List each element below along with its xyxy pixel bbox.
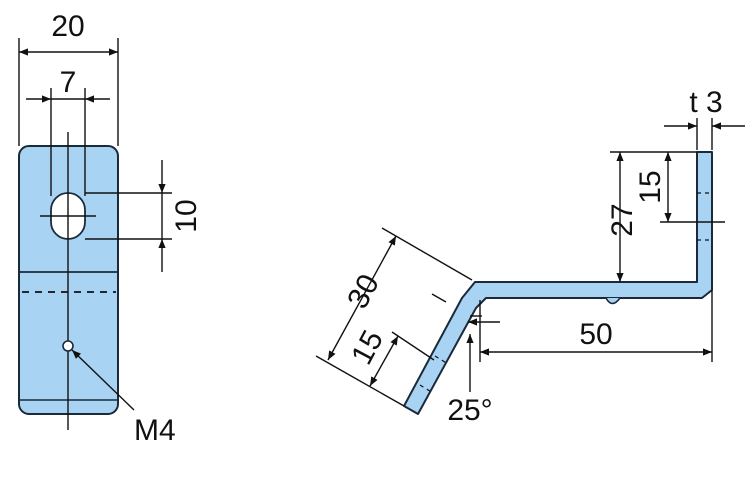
side-view: t 3 15 27 50 30 15 25°	[315, 86, 745, 427]
m4-leader	[71, 349, 135, 411]
lower-leg-dim-text: 30	[341, 269, 386, 314]
bracket-profile	[403, 151, 713, 415]
thickness-dim-text: t 3	[689, 86, 722, 119]
base-length-dim-text: 50	[579, 318, 612, 351]
lower-hole-dim-line	[369, 335, 399, 387]
upper-hole-dim-text: 15	[634, 170, 667, 203]
lower-leg-dim-line	[327, 235, 397, 361]
m4-label: M4	[134, 414, 176, 447]
base-boss	[605, 297, 621, 305]
angle-dim-text: 25°	[447, 394, 492, 427]
width-dim-text: 20	[51, 10, 84, 43]
front-view: 20 7 10 M4	[18, 10, 203, 447]
upper-leg-dim-text: 27	[606, 203, 639, 236]
slot-length-dim-text: 10	[170, 199, 203, 232]
slot-width-dim-text: 7	[60, 66, 77, 99]
m4-hole	[62, 340, 74, 352]
